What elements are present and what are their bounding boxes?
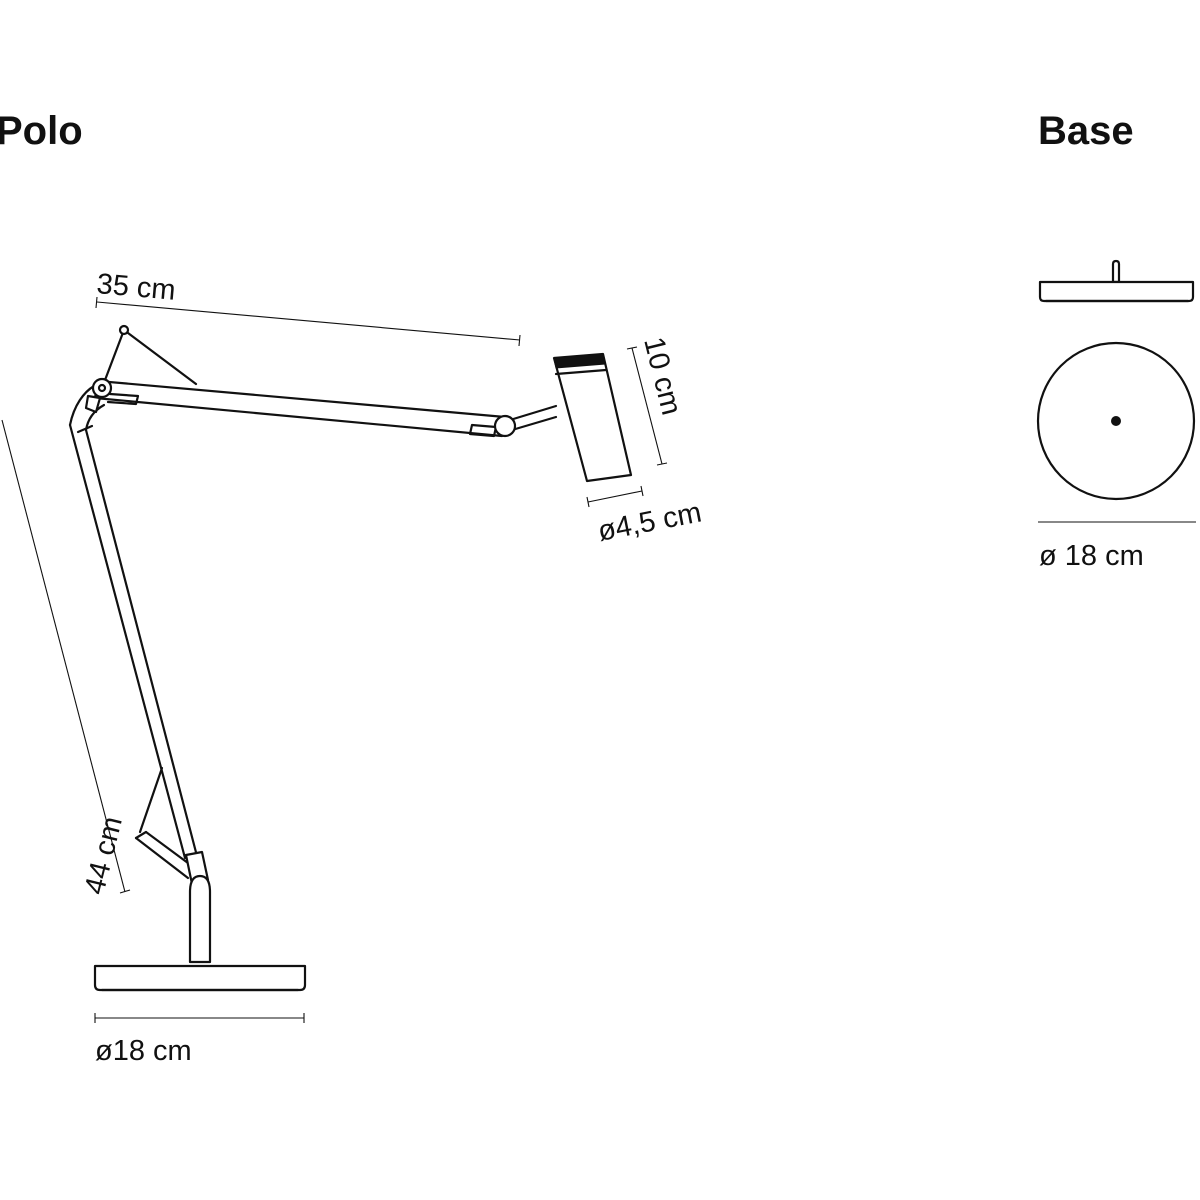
lamp-elbow-joint xyxy=(84,377,113,414)
base-side-view xyxy=(1038,259,1195,303)
lamp-column xyxy=(188,874,212,964)
label-lower-arm: 44 cm xyxy=(79,813,129,897)
dimension-arm-length xyxy=(95,296,521,347)
base-title: Base xyxy=(1038,109,1134,153)
dimension-head-diameter xyxy=(586,485,644,508)
lamp-lower-arm xyxy=(68,384,200,862)
lamp-base xyxy=(93,964,307,992)
dimension-lamp-base xyxy=(94,1013,305,1023)
lamp-upper-arm xyxy=(93,379,507,438)
lamp-head xyxy=(552,352,633,483)
lamp-head-connector xyxy=(493,404,558,438)
label-head-diameter: ø4,5 cm xyxy=(595,496,704,547)
label-head-height: 10 cm xyxy=(637,334,687,418)
label-arm-length: 35 cm xyxy=(95,268,176,307)
lamp-upper-spring xyxy=(100,324,198,390)
label-base-diameter: ø 18 cm xyxy=(1039,540,1144,572)
base-top-view xyxy=(1036,341,1196,501)
lamp-lower-spring xyxy=(134,766,194,880)
dimension-head-height xyxy=(626,346,668,466)
base-center-point xyxy=(1111,416,1121,426)
label-lamp-base-diameter: ø18 cm xyxy=(95,1035,192,1067)
lamp-drawing xyxy=(68,324,633,992)
dimension-lower-arm xyxy=(1,419,131,894)
lamp-title: Polo xyxy=(0,109,83,153)
